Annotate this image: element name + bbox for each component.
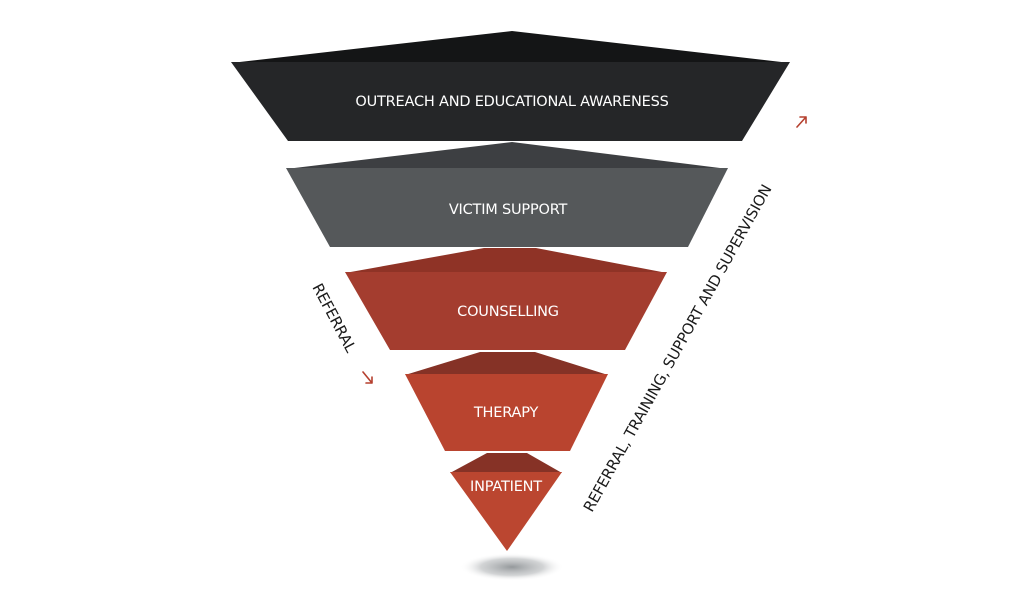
layer-victim-support: VICTIM SUPPORT	[286, 142, 728, 247]
arrow-down-right-icon	[362, 371, 373, 384]
layer-victim-support-body	[286, 168, 728, 247]
layer-counselling: COUNSELLING	[345, 248, 667, 350]
layer-therapy-cap	[405, 352, 608, 375]
layer-inpatient-body	[450, 472, 562, 551]
layer-therapy: THERAPY	[405, 352, 608, 451]
arrow-up-right-icon	[796, 116, 807, 128]
pyramid-shadow	[460, 553, 564, 581]
layer-therapy-body	[405, 374, 608, 451]
layer-counselling-cap	[345, 248, 667, 273]
layer-victim-support-label: VICTIM SUPPORT	[449, 202, 568, 218]
layer-counselling-body	[345, 272, 667, 350]
layer-counselling-label: COUNSELLING	[457, 304, 559, 320]
layer-outreach: OUTREACH AND EDUCATIONAL AWARENESS	[231, 31, 790, 141]
referral-label: REFERRAL	[308, 280, 360, 356]
layer-inpatient-cap	[450, 453, 562, 473]
layer-inpatient-label: INPATIENT	[470, 479, 542, 495]
layer-inpatient: INPATIENT	[450, 453, 562, 551]
layer-outreach-body	[231, 62, 790, 141]
layer-therapy-label: THERAPY	[473, 405, 539, 421]
layer-outreach-label: OUTREACH AND EDUCATIONAL AWARENESS	[355, 94, 668, 110]
layer-victim-support-cap	[286, 142, 728, 169]
layer-outreach-cap	[231, 31, 790, 63]
